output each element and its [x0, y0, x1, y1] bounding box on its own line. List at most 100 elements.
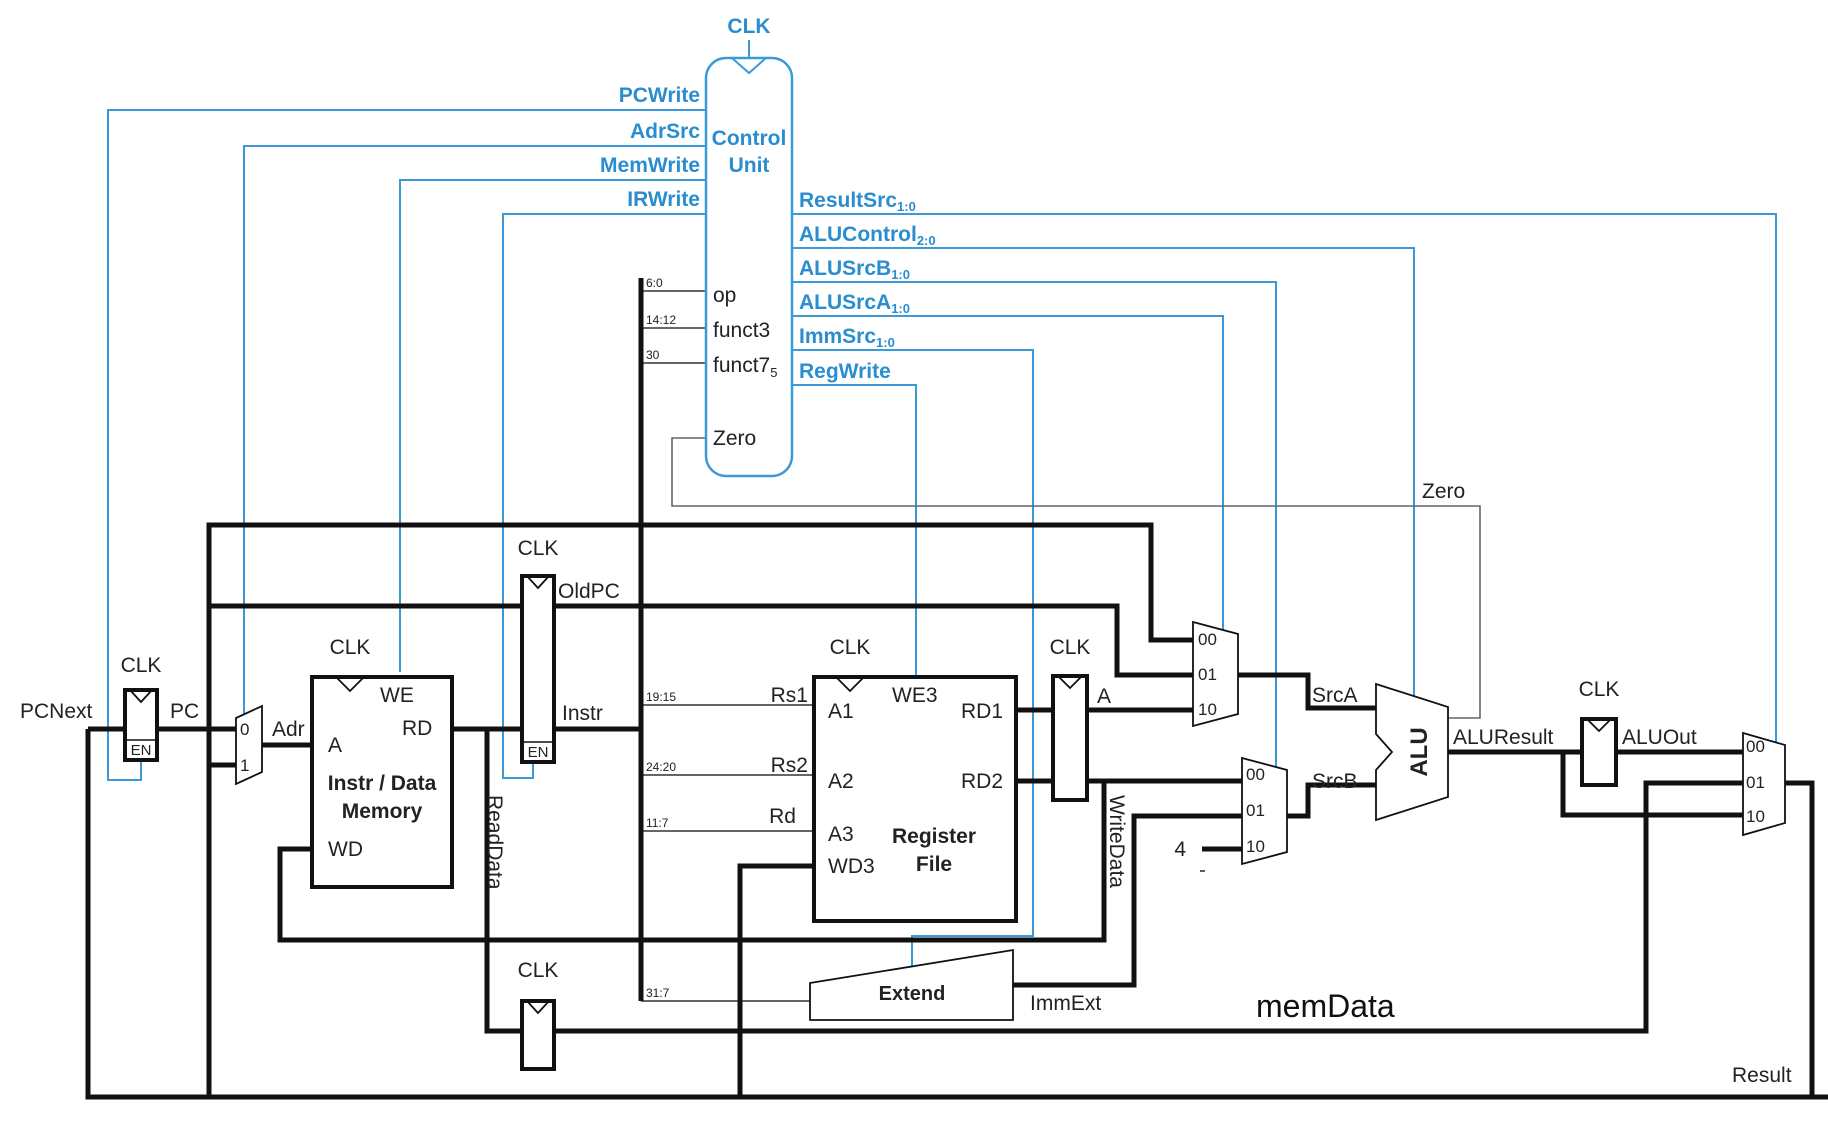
bits-rs1: 19:15	[646, 690, 676, 704]
label-srcb: SrcB	[1312, 770, 1358, 793]
label-zero: Zero	[1422, 480, 1465, 503]
control-wires	[107, 109, 1777, 983]
control-unit: CLK Control Unit op funct3 funct75 Zero	[704, 15, 794, 478]
regfile-rd2: RD2	[961, 770, 1003, 793]
instr-clk-label: CLK	[518, 537, 559, 560]
instr-data-memory: CLK WE RD A Instr / Data Memory WD	[310, 636, 454, 889]
memdata-annotation: memData	[1256, 988, 1395, 1024]
instr-register: EN CLK	[518, 537, 559, 764]
bits-op: 6:0	[646, 276, 663, 290]
extend-label: Extend	[879, 983, 946, 1005]
label-writedata: WriteData	[1105, 795, 1128, 888]
signal-regwrite: RegWrite	[799, 360, 891, 383]
bits-funct7: 30	[646, 348, 660, 362]
alu-label: ALU	[1406, 727, 1433, 776]
label-pc: PC	[170, 700, 199, 723]
data-reg-clk-label: CLK	[518, 959, 559, 982]
control-input-op: op	[713, 284, 736, 307]
label-pcnext: PCNext	[20, 700, 93, 723]
svg-text:01: 01	[1746, 773, 1765, 792]
regfile-wd3: WD3	[828, 855, 875, 878]
memory-rd: RD	[402, 717, 432, 740]
label-result: Result	[1732, 1064, 1792, 1087]
signal-resultsrc: ResultSrc1:0	[799, 189, 916, 214]
regfile-title: Register	[892, 825, 976, 848]
signal-alusrcb: ALUSrcB1:0	[799, 257, 910, 282]
aluout-register: CLK	[1579, 678, 1620, 787]
svg-text:10: 10	[1746, 807, 1765, 826]
regfile-clk-label: CLK	[830, 636, 871, 659]
label-rs1: Rs1	[771, 684, 808, 707]
signal-pcwrite: PCWrite	[619, 84, 700, 107]
control-input-funct7: funct75	[713, 354, 777, 380]
memory-wd: WD	[328, 838, 363, 861]
memory-we: WE	[380, 684, 414, 707]
bits-funct3: 14:12	[646, 313, 676, 327]
label-a: A	[1097, 685, 1111, 708]
svg-text:00: 00	[1198, 630, 1217, 649]
data-register: CLK	[518, 959, 559, 1071]
signal-memwrite: MemWrite	[600, 154, 700, 177]
pc-en-label: EN	[131, 742, 152, 759]
signal-adrsrc: AdrSrc	[630, 120, 700, 143]
extend-unit: Extend	[809, 948, 1014, 1021]
control-unit-box	[704, 56, 794, 478]
pc-register: EN CLK	[121, 654, 162, 762]
instr-en-label: EN	[528, 744, 549, 761]
label-rd: Rd	[769, 805, 796, 828]
srcb-mux: 00 01 10	[1241, 756, 1288, 866]
regfile-a1: A1	[828, 700, 854, 723]
result-mux: 00 01 10	[1742, 731, 1786, 837]
label-srca: SrcA	[1312, 684, 1358, 707]
ab-register: CLK	[1050, 636, 1091, 802]
svg-text:01: 01	[1198, 665, 1217, 684]
label-oldpc: OldPC	[558, 580, 620, 603]
memory-a: A	[328, 734, 342, 757]
control-input-funct3: funct3	[713, 319, 770, 342]
alu: ALU	[1375, 682, 1449, 822]
control-unit-subtitle: Unit	[729, 154, 770, 177]
register-file: CLK WE3 A1 RD1 A2 RD2 A3 WD3 Register Fi…	[812, 636, 1018, 923]
control-input-zero: Zero	[713, 427, 756, 450]
adr-mux: 0 1	[235, 704, 263, 786]
control-outputs-left: PCWrite AdrSrc MemWrite IRWrite	[600, 84, 700, 211]
label-aluout: ALUOut	[1622, 726, 1697, 749]
signal-alucontrol: ALUControl2:0	[799, 223, 936, 248]
bits-rs2: 24:20	[646, 760, 676, 774]
label-instr: Instr	[562, 702, 603, 725]
aluout-clk-label: CLK	[1579, 678, 1620, 701]
svg-text:0: 0	[240, 720, 249, 739]
signal-labels: PCNext PC Adr Instr OldPC ReadData Rs1 R…	[20, 480, 1792, 1087]
zero-wire	[671, 437, 1481, 719]
data-wires	[85, 278, 1828, 1100]
svg-text:10: 10	[1198, 700, 1217, 719]
control-clk-label: CLK	[727, 15, 770, 38]
pc-clk-label: CLK	[121, 654, 162, 677]
svg-text:01: 01	[1246, 801, 1265, 820]
signal-immsrc: ImmSrc1:0	[799, 325, 895, 350]
label-const4: 4	[1174, 838, 1186, 861]
control-unit-title: Control	[712, 127, 787, 150]
bit-field-labels: 6:0 14:12 30 19:15 24:20 11:7 31:7	[646, 276, 676, 1000]
srca-mux: 00 01 10	[1192, 620, 1239, 728]
regfile-we3: WE3	[892, 684, 938, 707]
memory-clk-label: CLK	[330, 636, 371, 659]
signal-alusrca: ALUSrcA1:0	[799, 291, 910, 316]
bits-imm: 31:7	[646, 986, 670, 1000]
svg-text:00: 00	[1746, 737, 1765, 756]
regfile-rd1: RD1	[961, 700, 1003, 723]
svg-text:1: 1	[240, 756, 249, 775]
instruction-field-wires	[641, 290, 1205, 1002]
control-outputs-right: ResultSrc1:0 ALUControl2:0 ALUSrcB1:0 AL…	[799, 189, 936, 383]
label-immext: ImmExt	[1030, 992, 1101, 1015]
ab-clk-label: CLK	[1050, 636, 1091, 659]
regfile-a3: A3	[828, 823, 854, 846]
label-aluresult: ALUResult	[1453, 726, 1554, 749]
label-adr: Adr	[272, 718, 305, 741]
svg-text:10: 10	[1246, 837, 1265, 856]
memory-title: Instr / Data	[328, 772, 437, 795]
svg-text:00: 00	[1246, 765, 1265, 784]
label-rs2: Rs2	[771, 754, 808, 777]
label-readdata: ReadData	[483, 795, 506, 890]
